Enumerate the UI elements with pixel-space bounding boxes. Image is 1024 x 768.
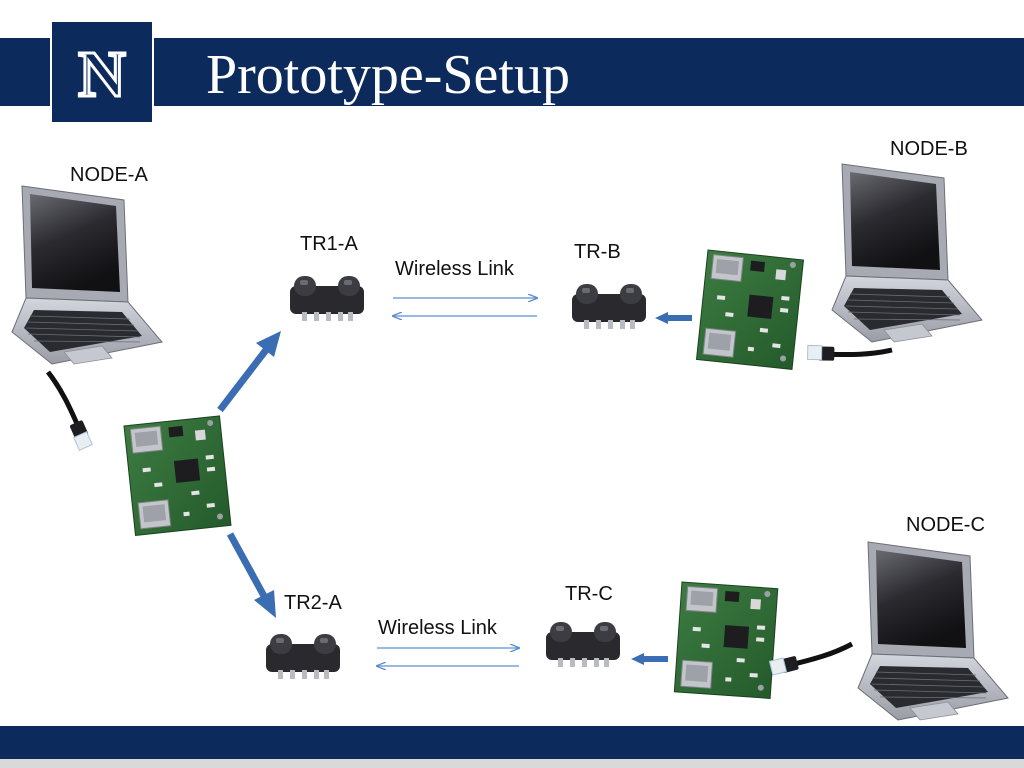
tr2-a-label: TR2-A xyxy=(284,592,342,614)
tr-b-label: TR-B xyxy=(574,241,621,263)
node-a-pic-board xyxy=(123,415,232,536)
tr-b-transceiver xyxy=(572,284,646,329)
node-c-laptop xyxy=(857,541,1009,721)
node-a-laptop xyxy=(11,185,163,365)
footer-stripe xyxy=(0,759,1024,768)
tr-c-label: TR-C xyxy=(565,583,613,605)
node-b-pic-board xyxy=(696,249,804,370)
logo-letter: N xyxy=(78,38,126,111)
node-b-label: NODE-B xyxy=(890,138,968,160)
tr1-a-label: TR1-A xyxy=(300,233,358,255)
node-c-pic-board xyxy=(673,581,779,699)
university-logo: N xyxy=(50,20,154,124)
node-c-ethernet-cable xyxy=(767,630,852,687)
tr1-a-transceiver xyxy=(290,276,364,321)
node-c-label: NODE-C xyxy=(906,514,985,536)
slide-title: Prototype-Setup xyxy=(206,44,570,106)
header-band xyxy=(0,38,1024,106)
arrow-board-c-to-trc xyxy=(631,653,668,665)
footer-band xyxy=(0,726,1024,759)
arrow-board-to-tr2a xyxy=(226,532,276,618)
upper-wireless-link-label: Wireless Link xyxy=(395,258,514,280)
arrow-board-b-to-trb xyxy=(655,312,692,324)
tr2-a-transceiver xyxy=(266,634,340,679)
node-a-label: NODE-A xyxy=(70,164,148,186)
node-b-laptop xyxy=(831,163,983,343)
tr-c-transceiver xyxy=(546,622,620,667)
node-a-ethernet-cable xyxy=(48,372,92,450)
arrow-board-to-tr1a xyxy=(217,331,281,413)
lower-wireless-link-label: Wireless Link xyxy=(378,617,497,639)
n-logo-icon: N xyxy=(77,37,128,113)
